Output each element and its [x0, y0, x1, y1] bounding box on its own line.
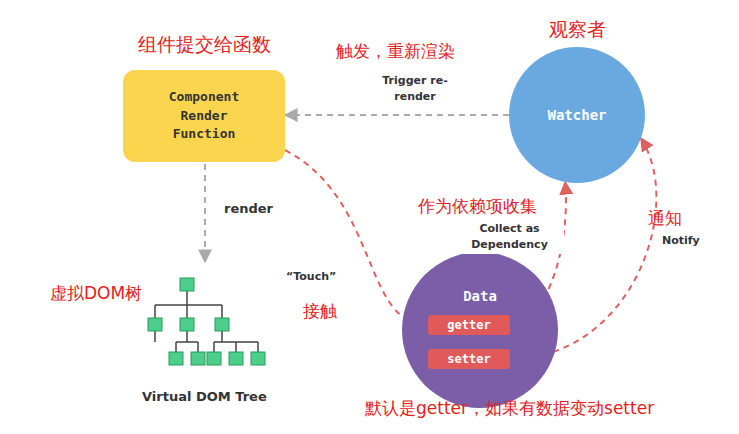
render-function-box: 组件提交给函数Component Render Function [123, 70, 285, 162]
data-circle: Data getter setter [402, 252, 558, 408]
box-text: Component Render Function [157, 88, 252, 145]
note-label: render [222, 200, 275, 217]
note-label: 作为依赖项收集 [418, 195, 537, 218]
circle-text: Data [402, 288, 558, 304]
note-label: 默认是getter，如果有数据变动setter [365, 397, 654, 420]
edge-label: “Touch” [284, 268, 338, 286]
note-label: Virtual DOM Tree [140, 388, 269, 405]
edge-label: Notify [660, 232, 702, 250]
dashed-connector [285, 150, 428, 325]
edge-label: Collect as Dependency [455, 220, 564, 254]
note-label: 通知 [648, 207, 682, 230]
dashed-connector [285, 114, 509, 116]
render-arrow [204, 164, 206, 262]
note-label: 触发，重新渲染 [336, 40, 455, 63]
getter-box: getter [428, 315, 510, 335]
note-label: 虚拟DOM树 [50, 282, 142, 305]
heading: 观察者 [509, 17, 645, 43]
circle-text: Watcher [547, 107, 606, 123]
tree-nodes [148, 278, 265, 365]
tree-lines [155, 290, 258, 352]
watcher-circle: 观察者Watcher [509, 47, 645, 183]
edge-label: Trigger re-render [373, 72, 457, 106]
note-label: 接触 [303, 300, 337, 323]
box-text: getter [447, 318, 490, 332]
box-text: setter [447, 352, 490, 366]
heading: 组件提交给函数 [123, 32, 285, 58]
setter-box: setter [428, 349, 510, 369]
